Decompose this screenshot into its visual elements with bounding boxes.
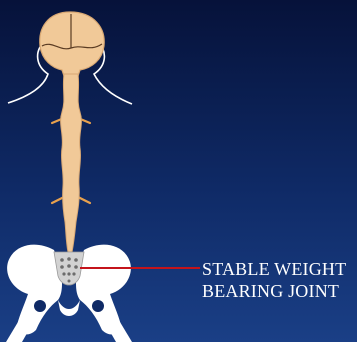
- pubic-symphysis: [58, 300, 80, 316]
- callout-label-line-1: STABLE WEIGHT: [202, 258, 354, 280]
- callout-label-line-2: BEARING JOINT: [202, 280, 354, 302]
- skull-icon: [40, 12, 104, 76]
- callout-label: STABLE WEIGHT BEARING JOINT: [202, 258, 354, 302]
- right-ilium: [76, 245, 131, 335]
- right-obturator: [92, 300, 104, 312]
- lower-right-branch: [78, 197, 90, 203]
- left-obturator: [34, 300, 46, 312]
- pelvis-icon: [6, 245, 132, 342]
- spine-icon: [61, 74, 82, 252]
- left-ilium: [7, 245, 62, 335]
